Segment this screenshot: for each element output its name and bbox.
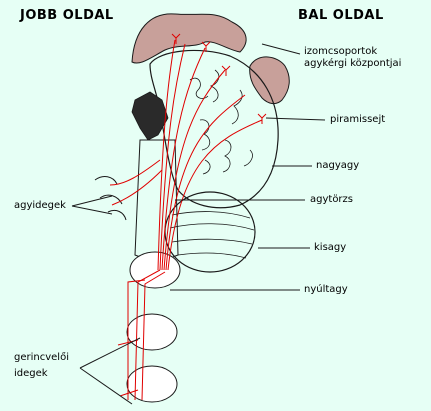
leader-lines <box>71 43 326 405</box>
pyramidal-tract <box>109 39 263 401</box>
cerebellum-folia <box>169 211 255 259</box>
pyramidal-cells <box>171 33 267 124</box>
label-pyramidal-cell: piramissejt <box>330 114 386 125</box>
label-medulla: nyúltagy <box>304 284 348 295</box>
header-left-side: BAL OLDAL <box>298 8 384 23</box>
cerebrum-gyri <box>189 69 253 175</box>
cerebellum <box>164 191 256 273</box>
label-motor-centers-2: agykérgi központjai <box>304 58 402 69</box>
header-right-side: JOBB OLDAL <box>20 8 114 23</box>
spinal-section-1 <box>126 313 178 351</box>
ventricles <box>131 91 169 141</box>
label-spinal-nerves-1: gerincvelői <box>14 352 69 363</box>
label-cerebrum: nagyagy <box>316 160 360 171</box>
label-motor-centers-1: izomcsoportok <box>304 46 378 57</box>
cranial-nerve-roots <box>94 176 127 221</box>
label-cranial-nerves: agyidegek <box>14 200 66 211</box>
motor-cortex-strip <box>131 13 247 64</box>
spinal-section-2 <box>126 365 178 403</box>
label-spinal-nerves-2: idegek <box>14 368 48 379</box>
label-brainstem: agytörzs <box>310 194 354 205</box>
homunculus-face <box>249 56 290 105</box>
label-cerebellum: kisagy <box>314 242 347 253</box>
